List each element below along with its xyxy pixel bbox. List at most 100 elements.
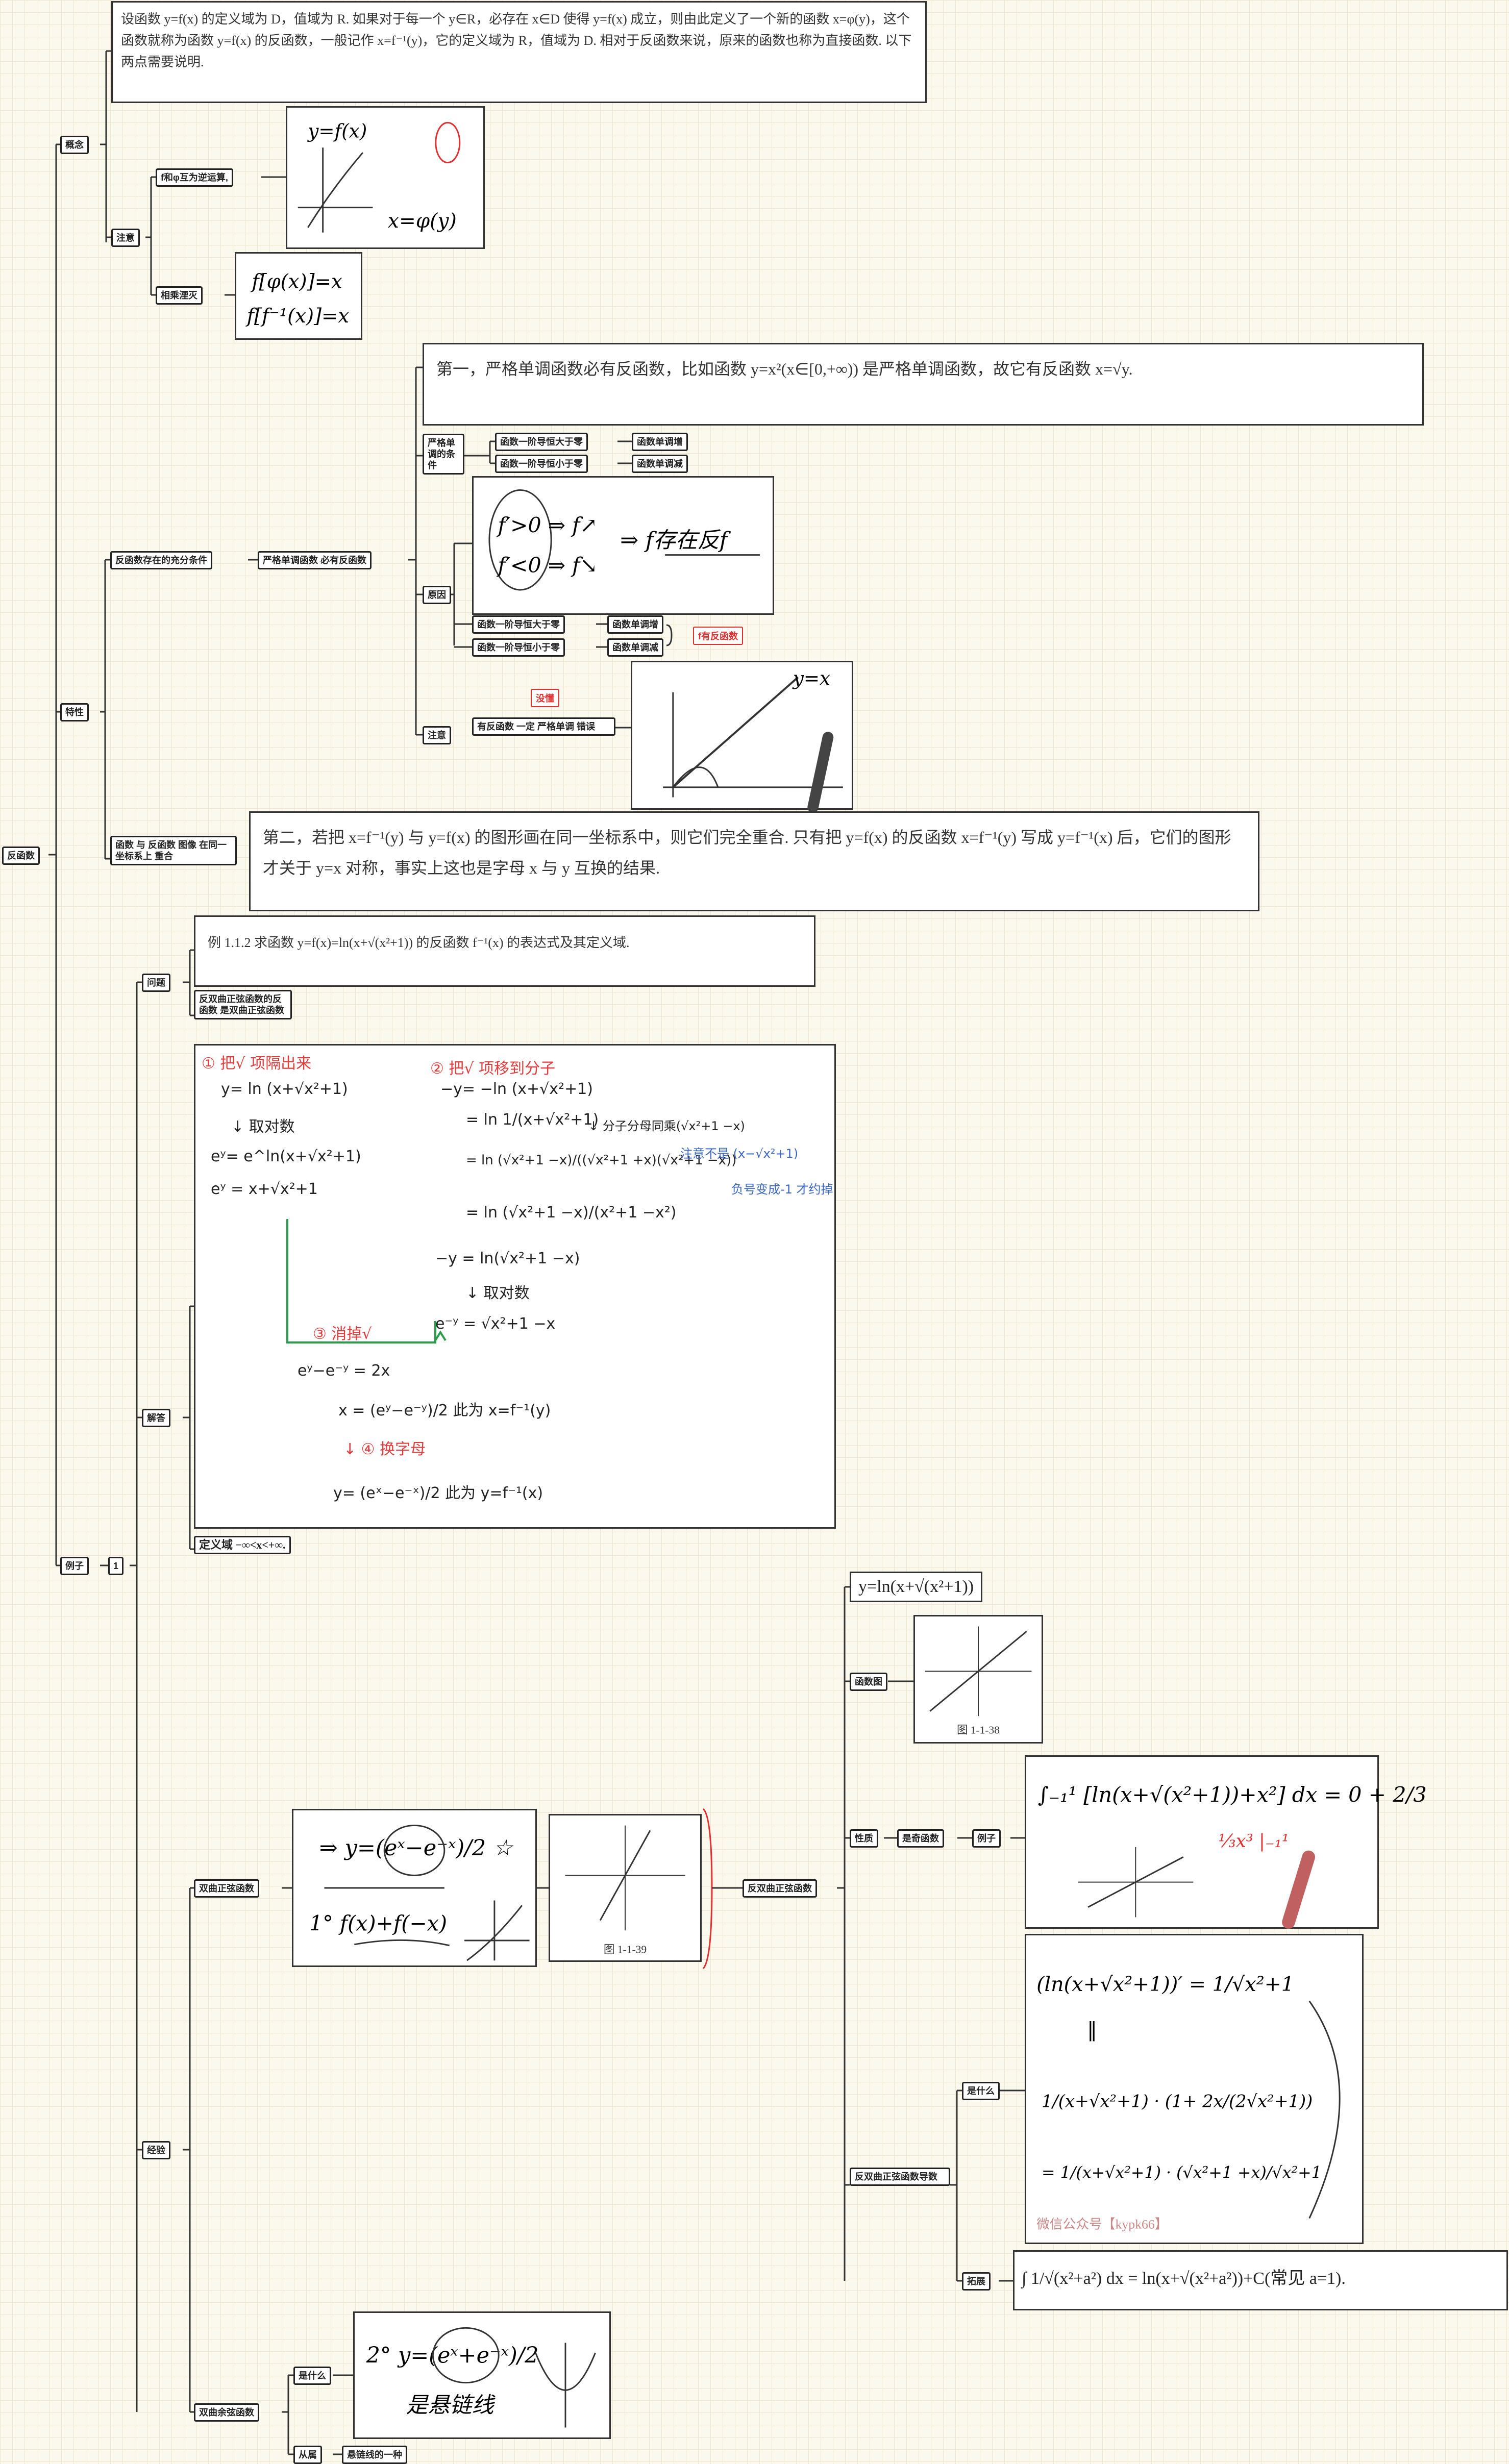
reason-hand-2: f′<0 ⇒ f↘ [497,553,598,578]
sinh-hand-1: ⇒ y=(eˣ−e⁻ˣ)/2 ☆ [319,1835,514,1861]
condition-derivative-positive[interactable]: 函数一阶导恒大于零 [495,433,588,451]
strict-monotone-node[interactable]: 严格单调函数 必有反函数 [258,551,372,569]
deriv-hand-3: 1/(x+√x²+1) · (1+ 2x/(2√x²+1)) [1042,2092,1313,2111]
sol-l4: eʸ= e^ln(x+√x²+1) [211,1148,361,1165]
cosh-what-node[interactable]: 是什么 [293,2367,331,2385]
sol-l3: ↓ 取对数 [231,1118,295,1136]
property-node[interactable]: 特性 [60,703,89,721]
question-text: 例 1.1.2 求函数 y=f(x)=ln(x+√(x²+1)) 的反函数 f⁻… [208,935,630,950]
derivative-what-node[interactable]: 是什么 [962,2082,1000,2100]
arsinh-node[interactable]: 反双曲正弦函数 [743,1879,817,1898]
sinh-sketch-image: ⇒ y=(eˣ−e⁻ˣ)/2 ☆ 1° f(x)+f(−x) [292,1809,537,1967]
reason-derivative-negative[interactable]: 函数一阶导恒小于零 [472,638,565,657]
arsinh-fig-caption: 图 1-1-38 [957,1724,1000,1736]
reason-hand-1: f′>0 ⇒ f↗ [497,513,598,538]
sol-r4: = ln (√x²+1 −x)/((√x²+1 +x)(√x²+1 −x)) [466,1153,737,1168]
derivative-image: (ln(x+√x²+1))′ = 1/√x²+1 ‖ 1/(x+√x²+1) ·… [1025,1934,1364,2244]
same-graph-node[interactable]: 函数 与 反函数 图像 在同一坐标系上 重合 [110,836,237,865]
arsinh-figure: 图 1-1-38 [913,1615,1043,1744]
example-node[interactable]: 例子 [60,1557,89,1575]
sol-b4: y= (eˣ−e⁻ˣ)/2 此为 y=f⁻¹(x) [333,1484,543,1502]
not-understood-tag: 没懂 [531,689,559,707]
odd-example-hand-2: ⅓x³ |₋₁¹ [1218,1831,1289,1852]
cosh-hand-1: 2° y=(eˣ+e⁻ˣ)/2 [366,2343,539,2369]
property-example-node[interactable]: 例子 [972,1829,1001,1848]
wrong-claim-node[interactable]: 有反函数 一定 严格单调 错误 [472,717,615,736]
sinh-fig-caption: 图 1-1-39 [604,1943,647,1955]
extend-formula-box: ∫ 1/√(x²+a²) dx = ln(x+√(x²+a²))+C(常见 a=… [1013,2250,1508,2310]
sketch-text-2: x=φ(y) [388,210,457,233]
cosh-node[interactable]: 双曲余弦函数 [194,2403,259,2422]
sinh-node[interactable]: 双曲正弦函数 [194,1879,259,1898]
sol-r3: = ln 1/(x+√x²+1) [466,1111,599,1129]
inverse-sketch-image: y=f(x) x=φ(y) [286,106,485,249]
solution-guide-lines [286,1219,447,1343]
catenary-node[interactable]: 悬链线的一种 [342,2446,407,2464]
sol-r6: −y = ln(√x²+1 −x) [435,1250,580,1267]
cancel-node[interactable]: 相乘湮灭 [156,286,203,305]
domain-node[interactable]: 定义域 −∞<x<+∞. [194,1536,291,1554]
reason-node[interactable]: 原因 [423,586,451,604]
definition-text: 设函数 y=f(x) 的定义域为 D，值域为 R. 如果对于每一个 y∈R，必存… [121,12,912,69]
nature-node[interactable]: 性质 [850,1829,878,1848]
extend-node[interactable]: 拓展 [962,2272,991,2291]
definition-card: 设函数 y=f(x) 的定义域为 D，值域为 R. 如果对于每一个 y∈R，必存… [111,1,927,103]
belongs-node[interactable]: 从属 [293,2446,322,2464]
sol-g: ③ 消掉√ [313,1325,372,1343]
sinh-hand-2: 1° f(x)+f(−x) [309,1911,447,1935]
derivative-node[interactable]: 反双曲正弦函数导数 [850,2168,950,2186]
condition-derivative-negative[interactable]: 函数一阶导恒小于零 [495,455,588,473]
odd-example-hand: ∫₋₁¹ [ln(x+√(x²+1))+x²] dx = 0 + 2/3 [1038,1782,1427,1807]
compose-text-2: f[f⁻¹(x)]=x [245,305,350,328]
strict-condition-node[interactable]: 严格单调的条件 [423,434,464,475]
arsinh-formula-box: y=ln(x+√(x²+1)) [850,1572,983,1602]
example-number-node[interactable]: 1 [108,1557,124,1575]
property-note-node[interactable]: 注意 [423,726,451,744]
sinh-figure: 图 1-1-39 [549,1814,702,1962]
sol-r7: ↓ 取对数 [466,1284,530,1302]
first-point-text: 第一，严格单调函数必有反函数，比如函数 y=x²(x∈[0,+∞)) 是严格单调… [436,360,1133,378]
compose-text-1: f[φ(x)]=x [250,270,342,293]
compose-sketch-image: f[φ(x)]=x f[f⁻¹(x)]=x [235,252,362,340]
symmetry-sketch-image: y=x [631,661,853,813]
inverse-operation-node[interactable]: f和φ互为逆运算, [156,168,233,187]
question-note-node[interactable]: 反双曲正弦函数的反函数 是双曲正弦函数 [194,990,292,1019]
derivative-watermark: 微信公众号【kypk66】 [1036,2217,1168,2231]
existence-condition-node[interactable]: 反函数存在的充分条件 [110,551,212,569]
sol-l2: y= ln (x+√x²+1) [221,1080,348,1098]
sketch-text-1: y=f(x) [307,120,367,142]
has-inverse-tag: f有反函数 [693,627,743,645]
root-node[interactable]: 反函数 [2,847,40,865]
odd-function-node[interactable]: 是奇函数 [897,1829,944,1848]
graph-node[interactable]: 函数图 [850,1673,887,1691]
sol-l1: ① 把√ 项隔出来 [202,1055,312,1073]
symmetry-label: y=x [792,667,830,689]
question-card: 例 1.1.2 求函数 y=f(x)=ln(x+√(x²+1)) 的反函数 f⁻… [194,915,815,987]
reason-increasing[interactable]: 函数单调增 [607,615,663,634]
sol-r5: = ln (√x²+1 −x)/(x²+1 −x²) [466,1204,677,1222]
deriv-hand-1: (ln(x+√x²+1))′ = 1/√x²+1 [1036,1973,1294,1996]
concept-node[interactable]: 概念 [60,136,89,154]
deriv-hand-4: = 1/(x+√x²+1) · (√x²+1 +x)/√x²+1 [1042,2163,1322,2182]
second-point-text: 第二，若把 x=f⁻¹(y) 与 y=f(x) 的图形画在同一坐标系中，则它们完… [263,828,1231,877]
sol-r3n: ↓ 分子分母同乘(√x²+1 −x) [588,1119,745,1133]
sol-b1: eʸ−e⁻ʸ = 2x [298,1362,390,1380]
condition-decreasing[interactable]: 函数单调减 [632,455,688,473]
sol-r8: e⁻ʸ = √x²+1 −x [435,1315,556,1333]
concept-note-node[interactable]: 注意 [111,229,140,247]
cosh-sketch-image: 2° y=(eˣ+e⁻ˣ)/2 是悬链线 [353,2311,611,2439]
condition-increasing[interactable]: 函数单调增 [632,433,688,451]
sol-l5: eʸ = x+√x²+1 [211,1180,318,1198]
sol-r2: −y= −ln (x+√x²+1) [440,1080,593,1098]
reason-sketch-image: f′>0 ⇒ f↗ f′<0 ⇒ f↘ ⇒ f存在反f [472,476,774,615]
reason-derivative-positive[interactable]: 函数一阶导恒大于零 [472,615,565,634]
experience-node[interactable]: 经验 [142,2141,170,2159]
odd-example-image: ∫₋₁¹ [ln(x+√(x²+1))+x²] dx = 0 + 2/3 ⅓x³… [1025,1755,1427,1929]
sol-b3: ↓ ④ 换字母 [343,1440,426,1458]
reason-decreasing[interactable]: 函数单调减 [607,638,663,657]
question-node[interactable]: 问题 [142,974,170,992]
answer-node[interactable]: 解答 [142,1409,170,1427]
sol-r1: ② 把√ 项移到分子 [430,1060,556,1078]
